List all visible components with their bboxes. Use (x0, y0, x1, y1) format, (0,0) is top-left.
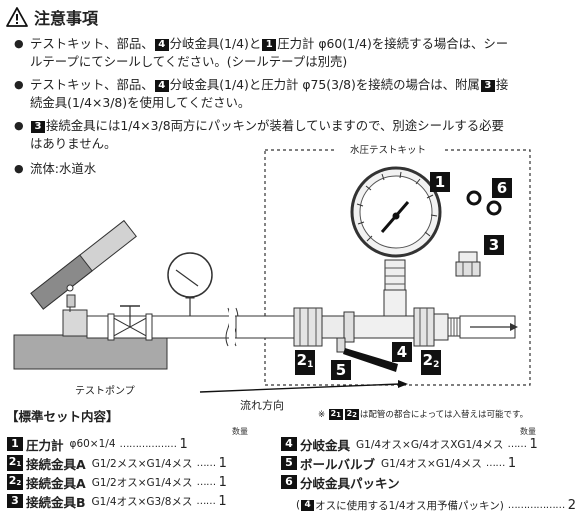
note-text: 分岐金具(1/4)と (169, 36, 262, 51)
part-badge: 6 (281, 475, 297, 489)
pump-gauge (167, 252, 213, 298)
pump-body (62, 309, 88, 337)
item-dots: …… (507, 438, 527, 450)
item-spec: G1/2メス×G1/4メス (91, 457, 193, 470)
piping-diagram (13, 144, 531, 393)
part-badge: 21 (7, 455, 23, 471)
part-badge: 4 (154, 80, 169, 92)
note-text: テストキット、部品、 (30, 36, 154, 51)
item-spec: G1/4オス×G3/8メス (91, 495, 193, 508)
pump-handle (30, 219, 137, 310)
item-qty: 1 (529, 436, 538, 452)
set-title: 【標準セット内容】 (6, 409, 119, 424)
item-dots: ……………… (119, 438, 178, 450)
item-name: 接続金具A (26, 456, 86, 472)
part-badge: 3 (31, 121, 45, 133)
part-badge: 22 (7, 474, 23, 490)
item-qty: 1 (507, 455, 517, 471)
item-dots: …… (196, 457, 217, 469)
item-name: ボールバルブ (300, 456, 376, 472)
item-name: 接続金具B (26, 494, 86, 510)
item-spec: G1/4オス×G1/4メス (381, 457, 482, 470)
warning-icon (6, 7, 28, 27)
item-spec: φ60×1/4 (69, 438, 116, 450)
callout-2-1: 21 (295, 350, 315, 375)
kit-gauge-stem (384, 259, 406, 291)
page-title: 注意事項 (6, 6, 98, 28)
item-qty: 1 (179, 436, 188, 452)
title-text: 注意事項 (34, 9, 99, 28)
note-text: 圧力計 φ60(1/4)を接続する場合は、シー (277, 36, 509, 51)
part-badge: 4 (281, 437, 297, 451)
item-dots: …… (485, 457, 506, 469)
note-text: はありません。 (30, 136, 117, 151)
item-dots: …… (196, 495, 216, 507)
note-text: 続金具(1/4×3/8)を使用してください。 (30, 95, 251, 110)
qty-header-left: 数量 (232, 427, 248, 436)
part-badge: 5 (281, 456, 297, 470)
item-qty: 1 (218, 455, 227, 471)
flow-label: 流れ方向 (240, 399, 284, 412)
note-text: 分岐金具(1/4)と圧力計 φ75(3/8)を接続の場合は、附属 (169, 77, 480, 92)
item-name: 分岐金具パッキン (300, 475, 400, 491)
part-badge: 4 (154, 39, 169, 51)
item-dots: …… (196, 476, 217, 488)
note-3: 3接続金具には1/4×3/8両方にパッキンが装着していますので、別途シールする必… (14, 117, 504, 153)
part-badge: 1 (262, 39, 277, 51)
note-4: 流体:水道水 (14, 160, 97, 178)
kit-label: 水圧テストキット (350, 145, 427, 156)
adapter-part (458, 251, 478, 263)
callout-3: 3 (484, 235, 504, 255)
note-text: テストキット、部品、 (30, 77, 154, 92)
callout-2-2: 22 (421, 350, 441, 375)
note-text: 接続金具には1/4×3/8両方にパッキンが装着していますので、別途シールする必要 (46, 118, 504, 133)
item-qty: 1 (218, 493, 227, 509)
qty-header-right: 数量 (520, 427, 536, 436)
o-ring-icon (486, 200, 502, 216)
callout-1: 1 (430, 172, 450, 192)
item-name: 分岐金具 (300, 437, 351, 453)
part-badge: 1 (7, 437, 23, 451)
fitting-2-2 (413, 307, 435, 347)
note-text: 流体:水道水 (30, 161, 97, 176)
pump-label: テストポンプ (75, 386, 135, 397)
item-name: 接続金具A (26, 475, 86, 491)
o-ring-icon (466, 190, 482, 206)
ball-valve (321, 315, 345, 339)
callout-4: 4 (392, 342, 412, 362)
part-badge: 3 (480, 80, 495, 92)
item-spec: G1/2オス×G1/4メス (91, 476, 193, 489)
part-badge: 3 (7, 494, 23, 508)
item-name: 圧力計 (26, 437, 64, 453)
tee-fitting (353, 315, 415, 339)
valve-lever (343, 348, 398, 372)
item-spec: G1/4オス×G/4オスXG1/4メス (356, 438, 504, 451)
callout-5: 5 (331, 360, 351, 380)
note-text: ルテープにてシールしてください。(シールテープは別売) (30, 54, 348, 69)
callout-6: 6 (492, 178, 512, 198)
note-text: 接 (495, 77, 509, 92)
item-qty: 1 (218, 474, 227, 490)
pump-base (13, 334, 168, 370)
